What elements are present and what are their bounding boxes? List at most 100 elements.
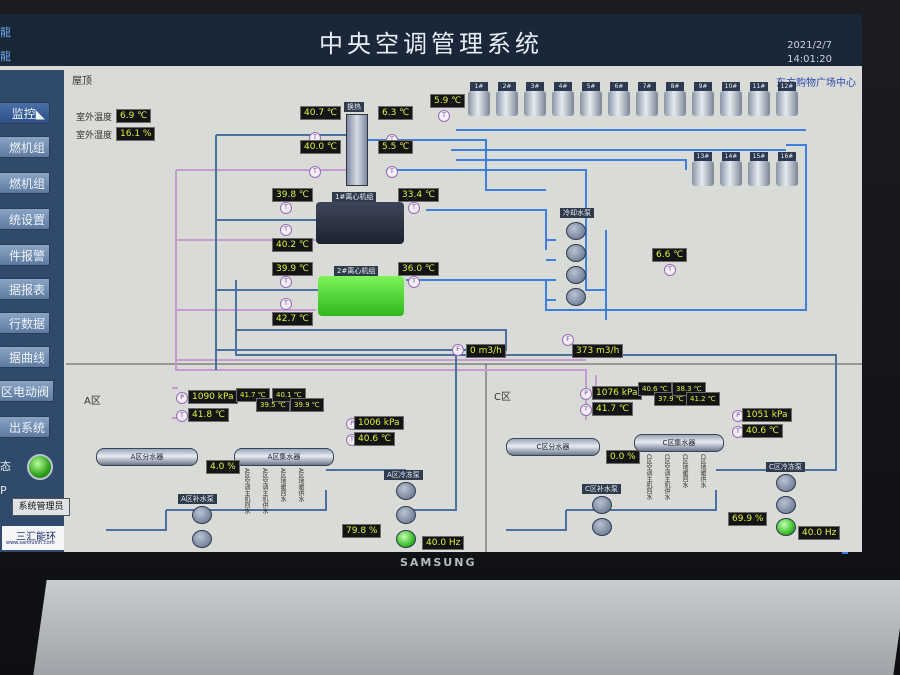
user-badge: 系统管理员 [12,498,70,516]
cooling-tower-6[interactable]: 6# [608,82,630,116]
sidebar-item-valves[interactable]: 区电动阀 [0,380,54,402]
scada-screen: 龍 龍 中央空调管理系统 2021/2/7 14:01:20 东方购物广场中心 … [0,14,862,552]
cooling-temp-value: 6.6 ℃ [652,248,688,262]
zone-c-chilled-pump-1[interactable] [776,474,796,492]
outdoor-temp-value: 6.9 ℃ [116,109,152,123]
date-label: 2021/2/7 [787,40,832,51]
sidebar-item-monitor[interactable]: 监控◣ [0,102,50,124]
cooling-tower-10[interactable]: 10# [720,82,742,116]
flow-value-1: 0 m3/h [466,344,506,358]
chiller1-sensor-in: T [280,202,292,214]
chiller1-in-temp: 39.8 ℃ [272,188,314,202]
sidebar-item-exit[interactable]: 出系统 [0,416,50,438]
cooling-tower-1[interactable]: 1# [468,82,490,116]
temp-reading-5: 5.9 ℃ [430,94,466,108]
temp-reading-3: 6.3 ℃ [378,106,414,120]
zone-c-branch-1: C区空调主机回水 [645,454,652,501]
sidebar-item-unit1[interactable]: 燃机组 [0,136,50,158]
zone-a-pressure-2: 1006 kPa [354,416,404,430]
zone-c-pressure-sensor: P [580,388,592,400]
corner-text-bottom: 龍 [0,50,11,63]
chiller1-out-temp: 33.4 ℃ [398,188,440,202]
sidebar-item-curves[interactable]: 据曲线 [0,346,50,368]
temp-sensor-2: T [309,166,321,178]
zone-c-branch-2: C区空调主机供水 [663,454,670,501]
outdoor-humidity-value: 16.1 % [116,127,156,141]
chiller2-sensor-out: T [408,276,420,288]
zone-a-branch-3: A区地暖回水 [279,468,286,503]
chiller2 [318,276,404,316]
cooling-pump-3[interactable] [566,266,586,284]
zone-a-distributor: A区分水器 [96,448,198,466]
zone-a-circ-label: A区补水泵 [178,494,217,504]
zone-c-distributor: C区分水器 [506,438,600,456]
zone-a-valve-value: 4.0 % [206,460,240,474]
cooling-tower-12[interactable]: 12# [776,82,798,116]
title-bar: 龍 龍 中央空调管理系统 2021/2/7 14:01:20 [0,14,862,66]
cooling-tower-4[interactable]: 4# [552,82,574,116]
cooling-temp-sensor: T [664,264,676,276]
sidebar-item-alarms[interactable]: 件报警 [0,244,50,266]
cooling-pump-label: 冷却水泵 [560,208,594,218]
zone-c-subtemp-4: 41.2 ℃ [686,392,720,406]
brand-name: 三汇能环 [16,532,56,543]
cooling-tower-14[interactable]: 14# [720,152,742,186]
cooling-tower-13[interactable]: 13# [692,152,714,186]
sidebar-item-reports[interactable]: 据报表 [0,278,50,300]
time-label: 14:01:20 [787,54,832,65]
zone-a-chilled-pump-1[interactable] [396,482,416,500]
cooling-pump-4[interactable] [566,288,586,306]
zone-c-pump-label: C区冷冻泵 [766,462,805,472]
keyboard [33,580,900,675]
cooling-pump-2[interactable] [566,244,586,262]
sidebar-item-settings[interactable]: 统设置 [0,208,50,230]
zone-a-circ-pump-2[interactable] [192,530,212,548]
zone-c-collector: C区集水器 [634,434,724,452]
flow-value-2: 373 m3/h [572,344,624,358]
chilled-water-pipes [366,129,807,320]
zone-a-valve2-value: 79.8 % [342,524,382,538]
corner-text-top: 龍 [0,26,11,39]
zone-a-pressure-1: 1090 kPa [188,390,238,404]
cooling-tower-5[interactable]: 5# [580,82,602,116]
zone-a-subtemp-4: 39.9 ℃ [290,398,324,412]
zone-c-circ-pump-1[interactable] [592,496,612,514]
zone-c-temp-sensor: T [580,404,592,416]
zone-a-temp-1: 41.8 ℃ [188,408,230,422]
cooling-tower-3[interactable]: 3# [524,82,546,116]
zone-a-circ-pump-1[interactable] [192,506,212,524]
cooling-tower-2[interactable]: 2# [496,82,518,116]
sidebar-item-unit2[interactable]: 燃机组 [0,172,50,194]
zone-a-frequency: 40.0 Hz [422,536,465,550]
sidebar: 监控◣ 燃机组 燃机组 统设置 件报警 据报表 行数据 据曲线 区电动阀 出系统… [0,70,64,552]
zone-a-chilled-pump-2[interactable] [396,506,416,524]
zone-a-label: A区 [84,396,101,407]
flow-sensor-2: F [562,334,574,346]
org-name: 东方购物广场中心 [776,78,856,89]
sidebar-item-runtime[interactable]: 行数据 [0,312,50,334]
zone-c-chilled-pump-3[interactable] [776,518,796,536]
zone-c-valve-value: 0.0 % [606,450,640,464]
chiller2-in-temp: 39.9 ℃ [272,262,314,276]
user-prefix: P [0,484,7,497]
cooling-tower-11[interactable]: 11# [748,82,770,116]
zone-c-frequency: 40.0 Hz [798,526,841,540]
cooling-pump-1[interactable] [566,222,586,240]
temp-reading-1: 40.7 ℃ [300,106,342,120]
cooling-tower-7[interactable]: 7# [636,82,658,116]
pipe-diagram [66,129,862,552]
cooling-tower-15[interactable]: 15# [748,152,770,186]
cooling-tower-16[interactable]: 16# [776,152,798,186]
cooling-tower-9[interactable]: 9# [692,82,714,116]
zone-c-circ-pump-2[interactable] [592,518,612,536]
chiller2-label: 2#离心机组 [334,266,379,276]
zone-c-valve2-value: 69.9 % [728,512,768,526]
temp-sensor-5: T [438,110,450,122]
zone-c-temp-2: 40.6 ℃ [742,424,784,438]
brand-logo: 三汇能环 www.sanhuinh.com [2,526,64,550]
zone-c-chilled-pump-2[interactable] [776,496,796,514]
zone-a-chilled-pump-3[interactable] [396,530,416,548]
temp-reading-2: 40.0 ℃ [300,140,342,154]
cooling-tower-8[interactable]: 8# [664,82,686,116]
diagram-panel: 屋顶 室外温度 6.9 ℃ 室外湿度 16.1 % 换热 40.7 ℃ T 40… [66,70,862,552]
